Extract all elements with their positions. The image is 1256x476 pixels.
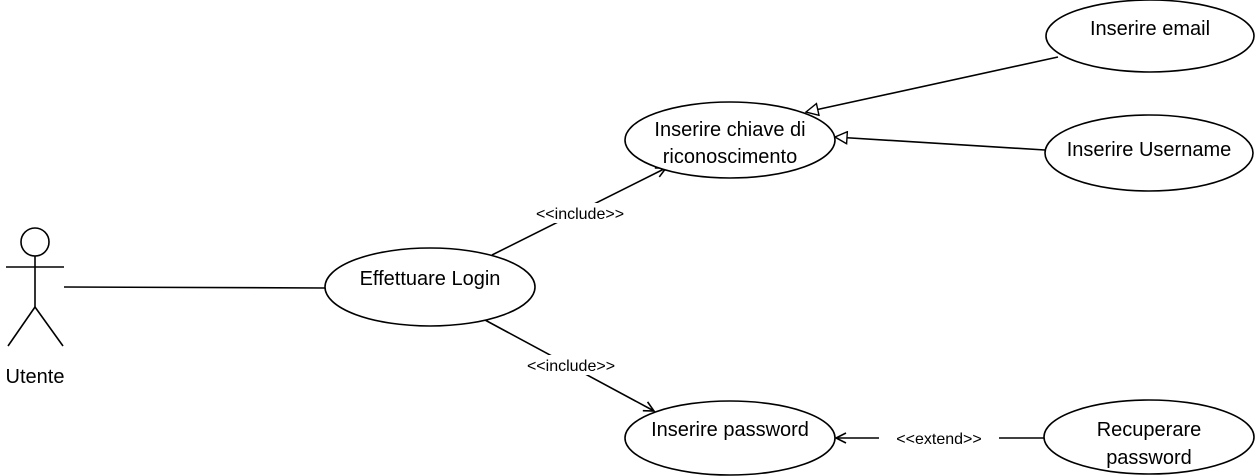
actor-head bbox=[20, 227, 50, 257]
use-case-label: Inserire Username bbox=[1067, 139, 1232, 161]
use-case-recuperare-password[interactable]: Recuperare password bbox=[1043, 399, 1255, 475]
use-case-ellipse bbox=[1043, 399, 1255, 475]
generalization-username-line bbox=[835, 137, 1046, 151]
include-chiave-label-text: <<include>> bbox=[536, 206, 624, 223]
actor-utente[interactable]: Utente bbox=[6, 227, 65, 388]
generalization-email-line bbox=[806, 56, 1059, 112]
include-password-label-text: <<include>> bbox=[527, 358, 615, 375]
use-case-effettuare-login[interactable]: Effettuare Login bbox=[324, 247, 536, 327]
use-case-label: Inserire password bbox=[651, 419, 809, 441]
use-case-ellipse bbox=[1044, 114, 1254, 192]
use-case-label-line-2: password bbox=[1106, 447, 1192, 469]
include-chiave-label: <<include>> bbox=[519, 203, 641, 223]
use-case-label: Inserire email bbox=[1090, 18, 1210, 40]
use-case-ellipse bbox=[1045, 0, 1255, 73]
actor-name: Utente bbox=[6, 366, 65, 388]
include-password-label: <<include>> bbox=[509, 355, 633, 375]
use-case-ellipse bbox=[624, 101, 836, 179]
extend-recupero-label-text: <<extend>> bbox=[896, 431, 981, 448]
use-case-label-line-2: riconoscimento bbox=[663, 146, 798, 168]
use-case-ellipse bbox=[324, 247, 536, 327]
actor-right-leg bbox=[34, 306, 64, 347]
extend-recupero-label: <<extend>> bbox=[879, 429, 999, 449]
use-case-label-line-1: Recuperare bbox=[1097, 419, 1202, 441]
use-case-ellipse bbox=[624, 400, 836, 476]
use-case-inserire-email[interactable]: Inserire email bbox=[1045, 0, 1255, 73]
use-case-label-line-1: Inserire chiave di bbox=[654, 119, 805, 141]
use-case-label: Effettuare Login bbox=[360, 268, 501, 290]
use-case-inserire-password[interactable]: Inserire password bbox=[624, 400, 836, 476]
actor-association-line bbox=[63, 286, 326, 289]
use-case-inserire-username[interactable]: Inserire Username bbox=[1044, 114, 1254, 192]
use-case-inserire-chiave[interactable]: Inserire chiave di riconoscimento bbox=[624, 101, 836, 179]
actor-left-leg bbox=[7, 306, 36, 347]
